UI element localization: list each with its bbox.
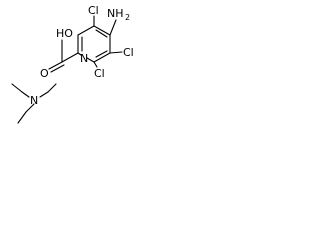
- ring-nitrogen-label: N: [80, 52, 88, 65]
- hydroxyl-label: HO: [56, 27, 73, 40]
- ring-bond-c6-n1: [86, 57, 95, 63]
- triethylamine-molecule: N: [11, 83, 57, 124]
- amino-label: NH: [107, 7, 124, 20]
- bond-to-cl-right: [109, 51, 123, 54]
- amine-ethyl-left-2: [11, 83, 23, 93]
- amine-ethyl-right-1: [39, 91, 49, 98]
- amine-ethyl-down-1: [25, 103, 35, 113]
- bond-to-cl-bottom: [93, 61, 98, 68]
- amine-nitrogen-label: N: [30, 94, 38, 107]
- chloro-top-label: Cl: [88, 4, 99, 17]
- ring-bond-c3-c4: [93, 25, 111, 36]
- carbonyl-oxygen-label: O: [40, 67, 49, 80]
- bond-carboxyl-co-a: [48, 61, 63, 70]
- bond-carboxyl-co-b: [50, 64, 65, 73]
- ring-bond-c2-c3: [77, 25, 95, 36]
- bond-to-nh2: [109, 19, 117, 36]
- amine-ethyl-right-2: [47, 83, 57, 93]
- chloro-bottom-label: Cl: [94, 67, 105, 80]
- structure-canvas: HO O Cl NH 2 Cl Cl N N: [11, 4, 134, 124]
- ring-bond-c5-c6: [93, 52, 111, 63]
- ring-bond-c5-c6-inner: [95, 50, 108, 58]
- amine-ethyl-down-2: [17, 111, 27, 124]
- pyridine-molecule: HO O Cl NH 2 Cl Cl N: [40, 4, 134, 80]
- bond-ring-to-carboxyl: [61, 52, 79, 63]
- ring-bond-n1-c2: [77, 52, 82, 56]
- amine-ethyl-left-1: [21, 91, 30, 98]
- chloro-right-label: Cl: [123, 46, 134, 59]
- amino-subscript: 2: [125, 13, 130, 22]
- ring-bond-c3-c4-inner: [95, 29, 108, 38]
